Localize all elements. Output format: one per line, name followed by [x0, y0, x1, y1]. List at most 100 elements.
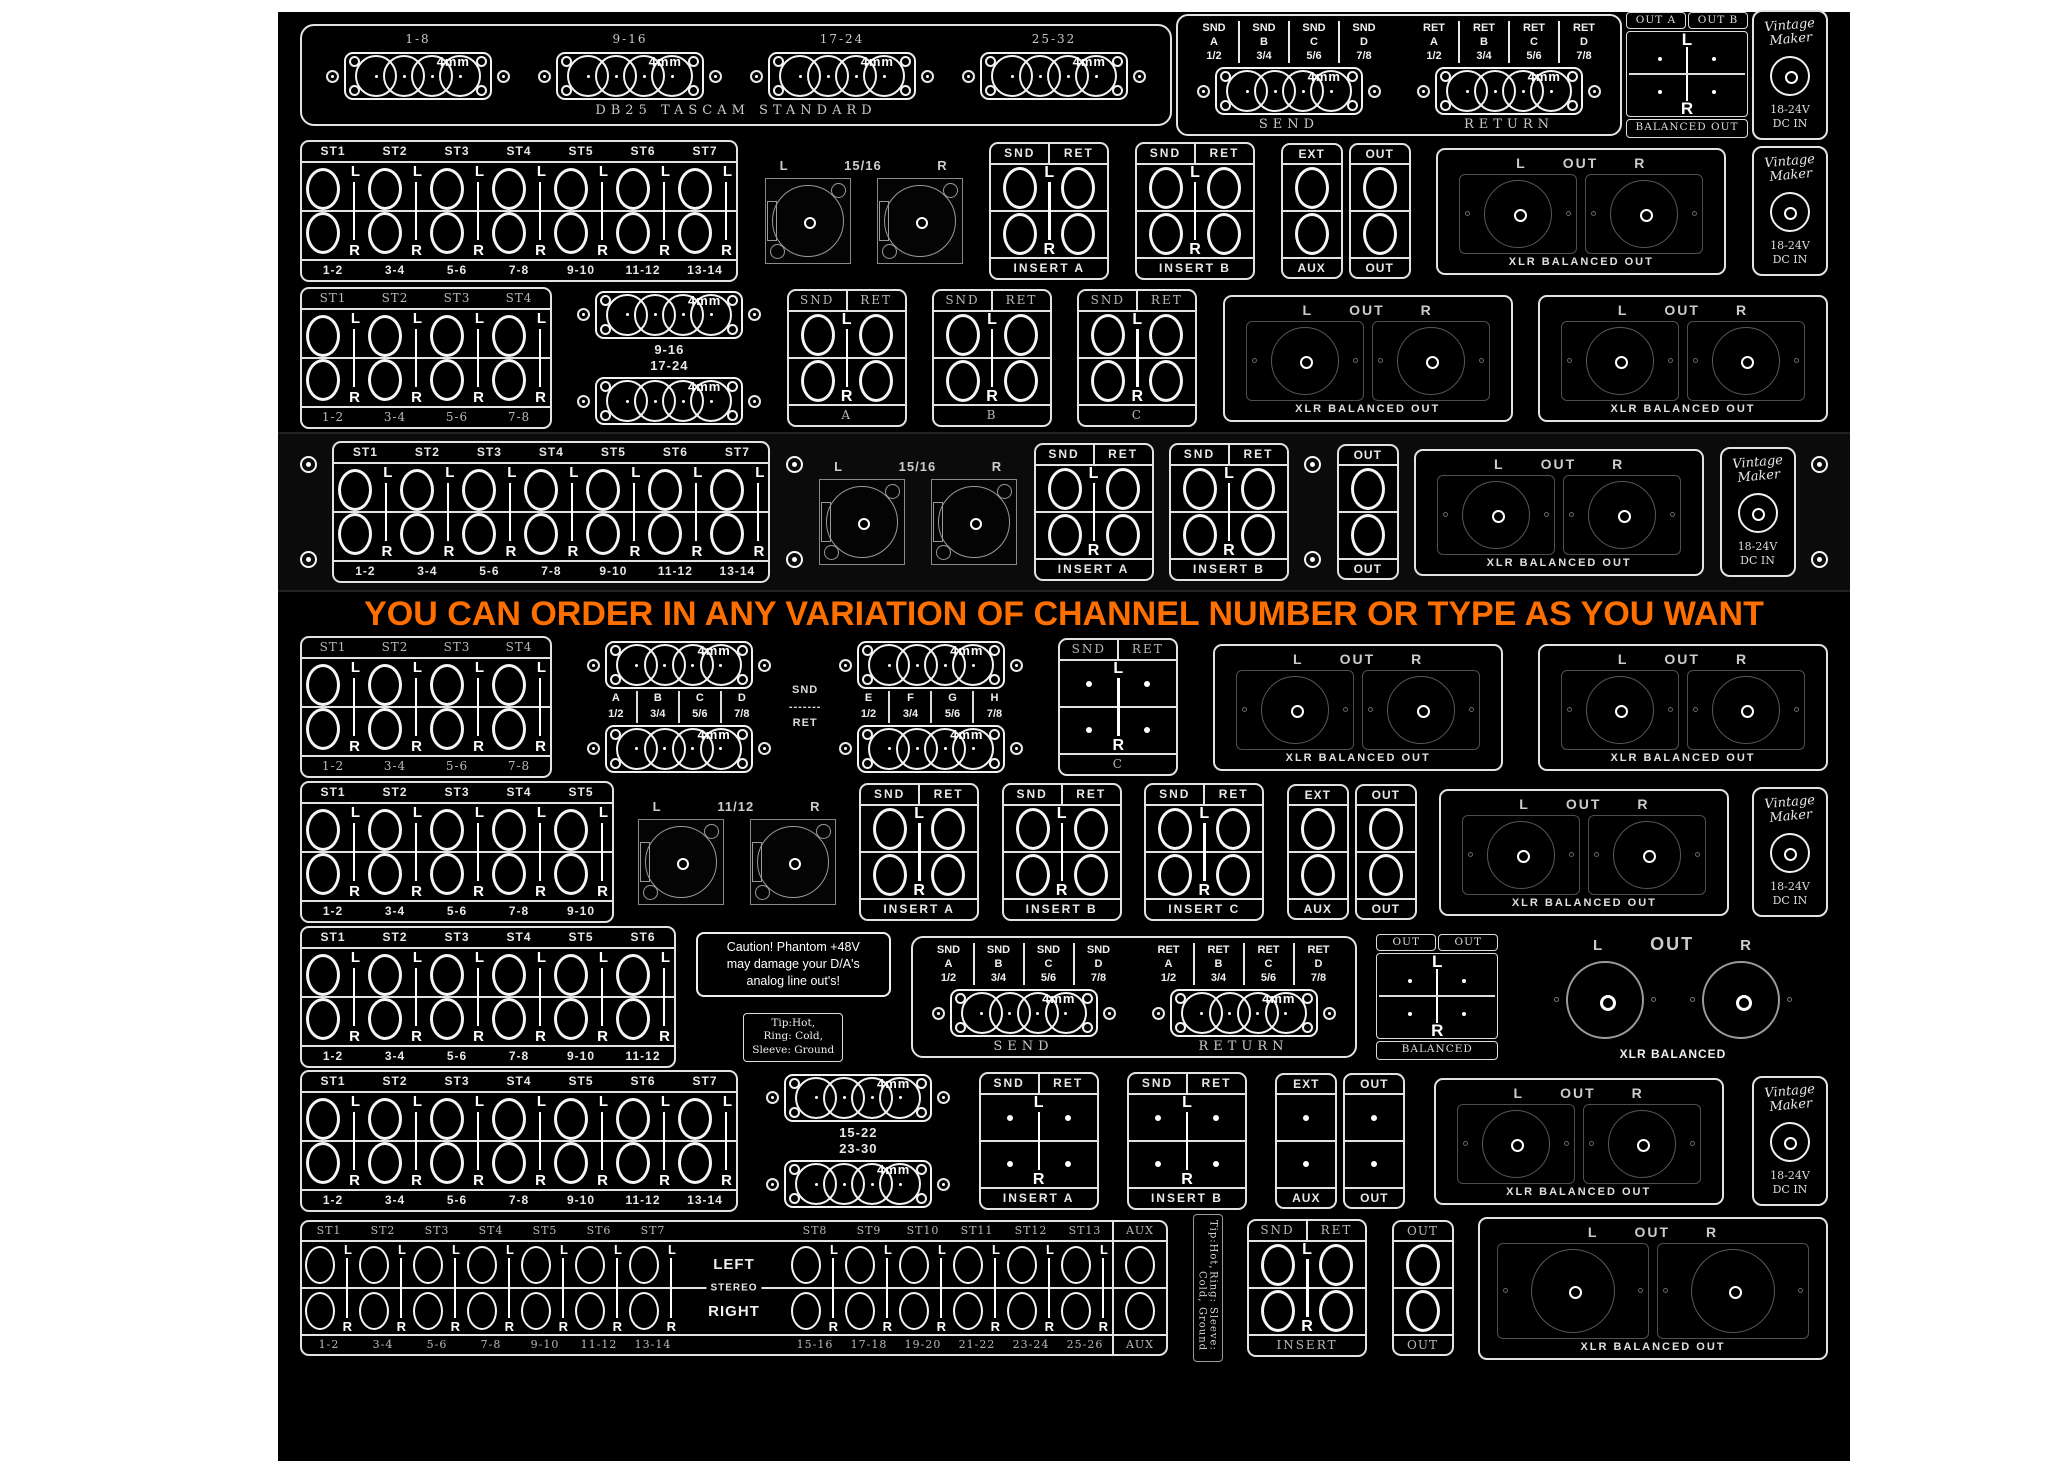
screw-hole [1588, 1141, 1594, 1146]
label-line: F [907, 692, 914, 705]
jack [368, 954, 402, 996]
xlr-barrel [1588, 480, 1657, 549]
left-channel-label: L [536, 1093, 546, 1110]
left-channel-label: L [536, 949, 546, 966]
screw-hole [885, 484, 901, 499]
out-label: L [1516, 154, 1527, 171]
screw [586, 658, 600, 672]
right-channel-label: R [473, 1028, 484, 1045]
left-channel-label: L [598, 1093, 608, 1110]
lr-link-line [1048, 182, 1051, 240]
send-return-label: RET [845, 291, 905, 310]
jack [1091, 314, 1126, 356]
screw [300, 551, 317, 568]
insert-caption: INSERT [1249, 1334, 1365, 1355]
right-channel-label: R [912, 882, 926, 899]
lr-link-line [600, 1112, 603, 1170]
screw-hole [1695, 852, 1701, 857]
panel-body [1548, 320, 1818, 401]
send-return-label: RET [1306, 1221, 1365, 1240]
screw [1417, 84, 1430, 98]
mid-divider [1345, 1140, 1404, 1142]
panel-body [1282, 165, 1341, 257]
left-channel-label: L [660, 949, 670, 966]
jack [368, 168, 402, 210]
jack [791, 1292, 821, 1330]
lr-link-line [414, 823, 417, 881]
send-return-label: SND-------RET [789, 682, 822, 732]
db25-hole [954, 993, 966, 1005]
left-channel-label: L [1431, 952, 1444, 971]
insert-caption: INSERT C [1146, 898, 1263, 919]
jack-cell [1195, 165, 1253, 211]
send-return-label: RET [1227, 445, 1287, 464]
label-line: C [1310, 35, 1318, 48]
xlr-center-pin [1290, 705, 1304, 718]
right-channel-label: R [882, 1319, 892, 1334]
screw [586, 742, 600, 756]
row-banner: YOU CAN ORDER IN ANY VARIATION OF CHANNE… [278, 592, 1850, 636]
left-channel-label: L [660, 163, 670, 180]
db25-size-label: 4mm [436, 54, 470, 69]
out-label: OUT A [1626, 12, 1686, 29]
lr-link-line [756, 483, 760, 541]
jack [648, 469, 683, 511]
db25-body: 4mm [784, 1160, 933, 1209]
panel-body [1449, 814, 1719, 895]
screw-hole [1478, 358, 1484, 363]
jack [306, 708, 340, 750]
jack [1368, 808, 1403, 850]
mid-divider [1356, 851, 1415, 853]
jack [1182, 468, 1217, 510]
jack [1240, 514, 1275, 556]
xlr-pair-row [764, 178, 963, 264]
xlr-connector [637, 819, 724, 905]
label-line: SND [1352, 21, 1376, 34]
lr-link-line [1193, 182, 1197, 240]
lr-link-line [990, 329, 994, 387]
st-header-label: ST3 [443, 640, 471, 654]
panel-caption: SEND [993, 1039, 1054, 1055]
left-channel-label: L [350, 659, 360, 676]
db25-body: 4mm [604, 724, 753, 773]
db25-size-label: 4mm [687, 292, 722, 308]
st-header-label: ST5 [532, 1224, 558, 1237]
xlr-center-pin [1728, 1286, 1742, 1299]
voltage-label: 18-24V [1770, 1169, 1810, 1183]
jack [586, 469, 621, 511]
db25-connector: 4mm [766, 1160, 951, 1209]
label-line: G [948, 692, 957, 705]
db25-hole [900, 56, 911, 67]
jack [306, 998, 340, 1040]
screw-hole [769, 244, 785, 259]
screw [326, 69, 339, 83]
xlr-barrel [1691, 1248, 1775, 1333]
send-return-label: SND [1260, 1223, 1295, 1237]
mid-divider [334, 511, 769, 513]
label-line: C [1044, 957, 1053, 970]
st-header-label: ST11 [960, 1224, 994, 1237]
jack [1149, 314, 1184, 356]
out-label: OUT [1376, 934, 1437, 951]
jack [492, 998, 526, 1040]
